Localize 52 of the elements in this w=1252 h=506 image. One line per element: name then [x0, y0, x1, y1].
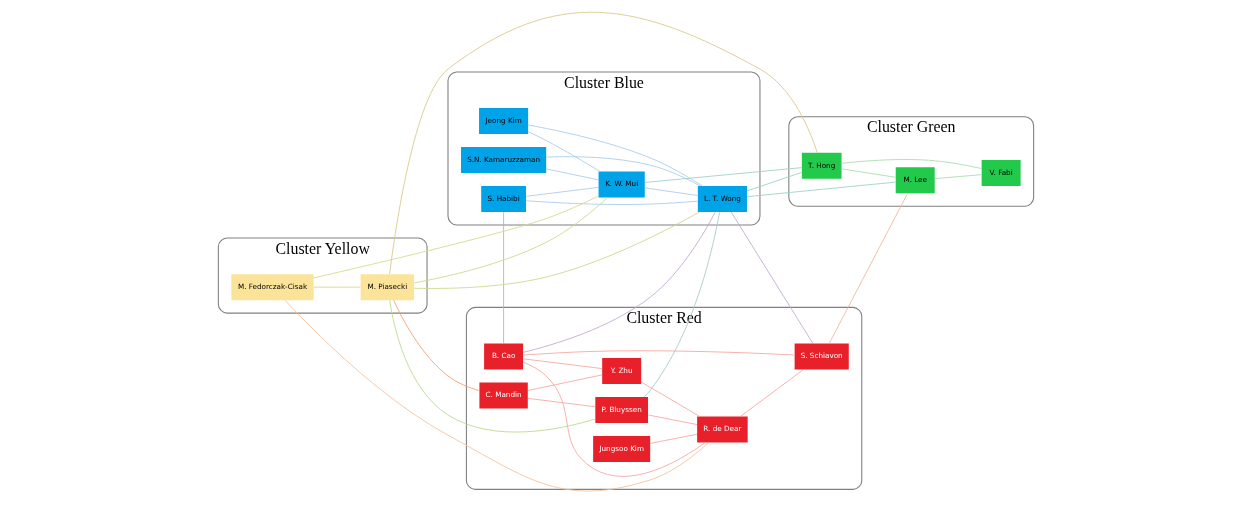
connector [640, 381, 700, 417]
node-box: S.N. Kamaruzzaman [461, 146, 547, 173]
connector [644, 186, 698, 196]
connector [746, 171, 802, 191]
connector [389, 299, 596, 432]
connector [313, 195, 599, 278]
connector [546, 155, 701, 186]
connector [841, 167, 896, 178]
connector [527, 373, 603, 391]
connector [284, 299, 710, 491]
node-box: B. Cao [484, 342, 524, 369]
connector [413, 196, 608, 283]
node-box: R. de Dear [697, 415, 748, 442]
node-box: T. Hong [801, 152, 842, 179]
connector [730, 211, 814, 344]
connector [740, 368, 804, 417]
connector [522, 211, 716, 353]
node-box: L. T. Wong [697, 185, 747, 212]
node-box: M. Piasecki [360, 273, 415, 300]
node-box: Y. Zhu [602, 357, 642, 384]
connector [841, 158, 982, 169]
connector [525, 186, 599, 197]
connector [503, 211, 505, 344]
connector [522, 357, 603, 369]
node-box: K. W. Mui [598, 171, 645, 198]
connector [649, 433, 698, 444]
connector [389, 11, 818, 275]
connector [644, 166, 803, 183]
connector [527, 124, 703, 186]
connector [647, 414, 698, 425]
connector [546, 167, 599, 180]
connector [522, 361, 706, 477]
connector [313, 286, 361, 288]
connector [934, 173, 982, 179]
node-box: P. Bluyssen [595, 396, 649, 423]
node-box: S. Schiavon [794, 342, 849, 369]
connector [522, 349, 795, 355]
node-box: M. Fedorczak-Cisak [231, 273, 314, 300]
connector [643, 211, 720, 397]
connector [393, 299, 480, 391]
node-box: Jeong Kim [479, 107, 529, 134]
connector [746, 181, 896, 197]
connector [527, 130, 601, 172]
connector [828, 192, 909, 344]
node-box: C. Mandin [479, 381, 528, 408]
node-box: M. Lee [895, 166, 935, 193]
connector [525, 199, 698, 205]
connector [527, 397, 596, 407]
node-box: V. Fabi [981, 159, 1021, 186]
connector [413, 211, 700, 289]
node-box: Jungsoo Kim [593, 435, 651, 462]
node-box: S. Habibi [481, 185, 526, 212]
